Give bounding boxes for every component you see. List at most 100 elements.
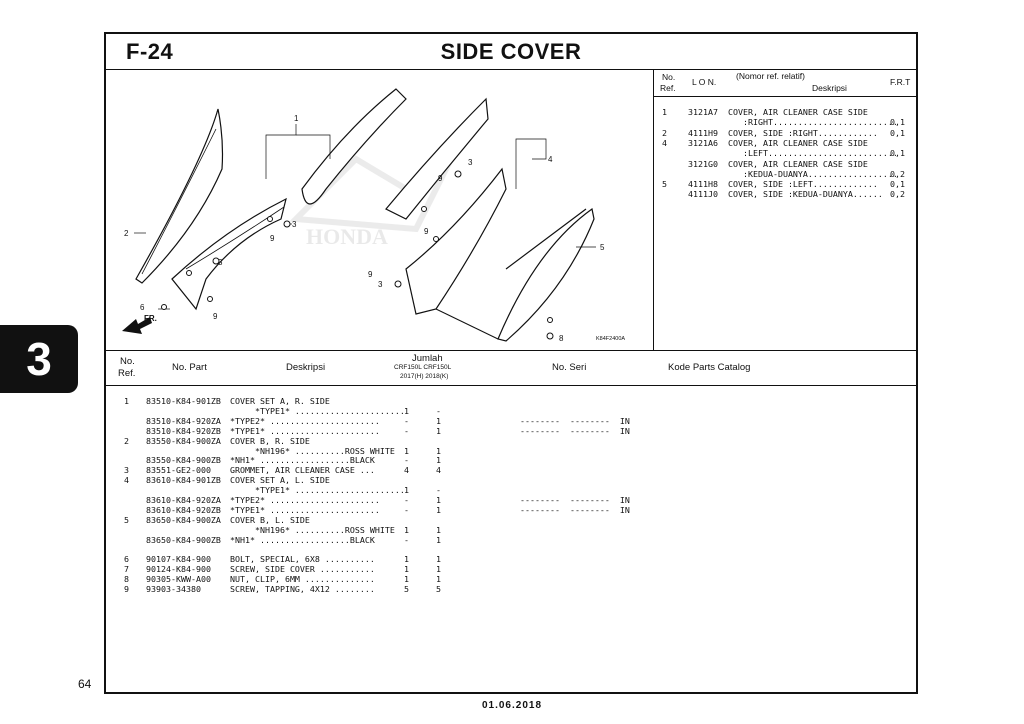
- part-ref-cell: 7: [124, 564, 129, 575]
- ref-desc-cell: COVER, AIR CLEANER CASE SIDE: [728, 107, 868, 117]
- qty-2017-cell: 1: [404, 564, 409, 575]
- qty-2017-cell: 1: [404, 574, 409, 585]
- cover-a-right-shape: [171, 197, 287, 311]
- qty-2017-cell: -: [404, 534, 409, 545]
- part-desc-cell: *NH1* ..................BLACK: [230, 455, 375, 466]
- part-ref-cell: 6: [124, 554, 129, 565]
- print-date: 01.06.2018: [481, 700, 543, 711]
- part-desc-cell: *TYPE1* ......................: [230, 485, 405, 496]
- part-number-cell: 83610-K84-920ZA: [146, 495, 221, 505]
- ref-desc-cell: :RIGHT.........................: [728, 117, 898, 128]
- ref-no-label: No.: [662, 72, 676, 82]
- part-desc-cell: COVER B, R. SIDE: [230, 435, 310, 446]
- col-models: CRF150L CRF150L: [394, 364, 452, 371]
- callout-8: 8: [559, 334, 564, 343]
- qty-2018-cell: 4: [436, 465, 441, 476]
- ref-no-cell: 1: [662, 107, 667, 117]
- reference-panel: No. Ref. L O N. (Nomor ref. relatif) Des…: [654, 69, 918, 351]
- qty-2018-cell: 1: [436, 504, 441, 515]
- page-number: 64: [78, 677, 92, 691]
- catalog-frame: F-24 SIDE COVER HONDA: [104, 32, 918, 694]
- qty-2018-cell: 1: [436, 524, 441, 535]
- part-desc-cell: *TYPE2* ......................: [230, 415, 380, 426]
- part-desc-cell: GROMMET, AIR CLEANER CASE ...: [230, 465, 375, 476]
- callout-1: 1: [294, 114, 299, 123]
- part-desc-cell: COVER SET A, L. SIDE: [230, 475, 330, 486]
- part-number-cell: 83550-K84-900ZB: [146, 455, 221, 466]
- part-ref-cell: 2: [124, 435, 129, 446]
- callout-3c: 3: [468, 158, 473, 167]
- part-number-cell: 83610-K84-920ZB: [146, 504, 221, 515]
- callout-9d: 9: [424, 227, 429, 236]
- ref-no-cell: 4: [662, 137, 667, 148]
- cover-b-right-shape: [135, 108, 224, 284]
- qty-2018-cell: 1: [436, 574, 441, 585]
- cover-upper-left-shape: [385, 97, 489, 220]
- part-number-cell: 83650-K84-900ZB: [146, 534, 221, 545]
- reference-header: No. Ref. L O N. (Nomor ref. relatif) Des…: [654, 69, 918, 97]
- part-desc-cell: *TYPE1* ......................: [230, 425, 380, 436]
- ref-frt-cell: 0,1: [890, 127, 905, 138]
- qty-2017-cell: 1: [404, 524, 409, 535]
- part-ref-cell: 3: [124, 465, 129, 476]
- ref-nomor-label: (Nomor ref. relatif): [736, 71, 805, 81]
- qty-2017-cell: 5: [404, 584, 409, 595]
- ref-frt-cell: 0,1: [890, 117, 905, 128]
- ref-desc-cell: COVER, SIDE :KEDUA-DUANYA......: [728, 189, 883, 200]
- qty-2018-cell: 1: [436, 415, 441, 426]
- qty-2017-cell: -: [404, 495, 409, 505]
- ref-ref-label: Ref.: [660, 83, 676, 93]
- part-number-cell: 93903-34380: [146, 584, 201, 595]
- col-no: No.: [120, 356, 135, 367]
- part-desc-cell: NUT, CLIP, 6MM ..............: [230, 574, 375, 585]
- ref-frt-cell: 0,2: [890, 168, 905, 179]
- part-number-cell: 83550-K84-900ZA: [146, 435, 221, 446]
- part-number-cell: 83510-K84-920ZA: [146, 415, 221, 426]
- qty-2017-cell: -: [404, 455, 409, 466]
- ref-lon-cell: 4111H9: [688, 127, 718, 138]
- col-jumlah: Jumlah: [412, 353, 443, 364]
- ref-no-cell: 2: [662, 127, 667, 138]
- part-ref-cell: 9: [124, 584, 129, 595]
- qty-2018-cell: -: [436, 485, 441, 496]
- col-kode: Kode Parts Catalog: [668, 362, 751, 373]
- qty-2018-cell: 1: [436, 564, 441, 575]
- qty-2018-cell: 1: [436, 534, 441, 545]
- fasteners: [161, 170, 554, 340]
- front-direction-arrow: FR.: [122, 314, 157, 334]
- page-title: SIDE COVER: [440, 39, 582, 64]
- ref-desc-cell: COVER, AIR CLEANER CASE SIDE: [728, 158, 868, 169]
- ref-frt-cell: 0,1: [890, 179, 905, 190]
- callout-9b: 9: [213, 312, 218, 321]
- qty-2017-cell: -: [404, 425, 409, 436]
- section-code: F-24: [126, 39, 174, 64]
- part-ref-cell: 4: [124, 475, 129, 486]
- part-ref-cell: 1: [124, 396, 129, 406]
- page-header: F-24 SIDE COVER: [106, 34, 916, 70]
- part-desc-cell: COVER B, L. SIDE: [230, 514, 310, 525]
- part-desc-cell: *TYPE2* ......................: [230, 495, 380, 505]
- ref-lon-cell: 4111H8: [688, 179, 718, 190]
- ref-desc-cell: COVER, SIDE :RIGHT............: [728, 127, 878, 138]
- part-number-cell: 83510-K84-920ZB: [146, 425, 221, 436]
- col-part: No. Part: [172, 362, 207, 373]
- part-desc-cell: *NH196* ..........ROSS WHITE: [230, 445, 395, 456]
- part-number-cell: 83650-K84-900ZA: [146, 514, 221, 525]
- svg-text:HONDA: HONDA: [306, 224, 388, 249]
- qty-2017-cell: 1: [404, 554, 409, 565]
- part-desc-cell: *NH196* ..........ROSS WHITE: [230, 524, 395, 535]
- ref-no-cell: 5: [662, 179, 667, 190]
- ref-desc-cell: COVER, AIR CLEANER CASE SIDE: [728, 137, 868, 148]
- ref-desc-cell: :LEFT..........................: [728, 148, 898, 159]
- cover-upper-right-shape: [301, 88, 407, 205]
- ref-lon-cell: 3121A7: [688, 107, 718, 117]
- qty-2018-cell: 1: [436, 445, 441, 456]
- qty-2018-cell: -: [436, 405, 441, 416]
- chapter-tab: 3: [0, 325, 78, 393]
- col-years: 2017(H) 2018(K): [400, 373, 449, 380]
- cover-a-left-shape: [405, 167, 507, 315]
- callout-3a: 3: [292, 220, 297, 229]
- qty-2017-cell: 4: [404, 465, 409, 476]
- part-ref-cell: 8: [124, 574, 129, 585]
- serial-cell: -------- -------- IN: [520, 425, 630, 436]
